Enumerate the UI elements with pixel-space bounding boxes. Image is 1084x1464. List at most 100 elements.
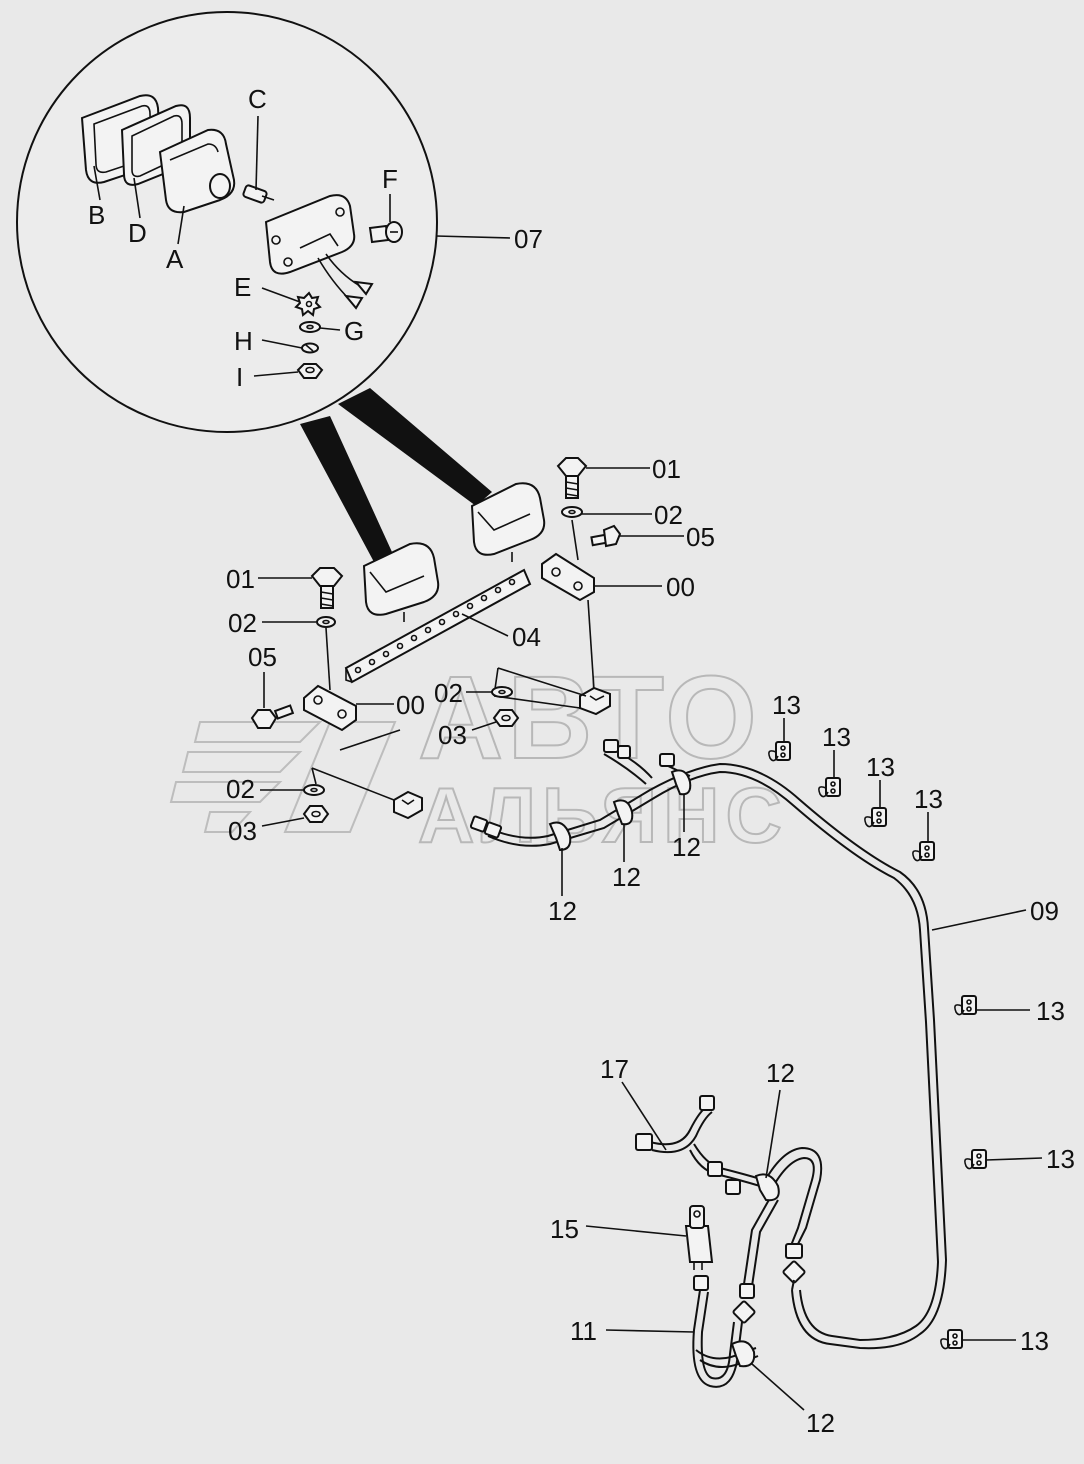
clip-13-c	[864, 807, 887, 828]
leader-03-lower	[261, 817, 305, 827]
callout-17: 17	[600, 1054, 629, 1084]
leader-a	[177, 205, 185, 245]
bracket-00-left	[303, 684, 357, 732]
bolt-01-left	[310, 567, 344, 609]
washer-g-part	[299, 321, 321, 333]
leader-09	[931, 909, 1027, 931]
callout-13-g: 13	[1020, 1326, 1049, 1356]
leader-04	[461, 613, 509, 637]
clip-13-b	[818, 777, 841, 798]
leader-03-mid	[471, 721, 497, 731]
label-d: D	[128, 218, 147, 248]
callout-05-right: 05	[686, 522, 715, 552]
nut-03-lower	[302, 805, 330, 823]
callout-01-left: 01	[226, 564, 255, 594]
watermark-logo	[169, 721, 397, 833]
callout-13-d: 13	[914, 784, 943, 814]
clamp-block-left	[393, 790, 423, 820]
clip-13-d	[912, 841, 935, 862]
callout-12-c: 12	[672, 832, 701, 862]
clip-13-a	[768, 741, 791, 762]
callout-02-lower: 02	[226, 774, 255, 804]
work-lamp-left	[362, 542, 440, 622]
callout-13-c: 13	[866, 752, 895, 782]
callout-02-mid: 02	[434, 678, 463, 708]
bolt-05-right	[590, 524, 622, 548]
leader-11	[605, 1329, 695, 1333]
spring-washer-h-part	[301, 342, 319, 354]
bolt-05-left	[250, 704, 295, 729]
bolt-01-right	[556, 457, 588, 499]
callout-01-right: 01	[652, 454, 681, 484]
callout-02-left: 02	[228, 608, 257, 638]
label-h: H	[234, 326, 253, 356]
axis-left-upper	[325, 627, 331, 691]
callout-13-b: 13	[822, 722, 851, 752]
leader-c	[255, 115, 259, 191]
washer-02-right	[561, 506, 583, 518]
clip-13-g	[940, 1329, 963, 1350]
leader-b	[93, 165, 101, 201]
callout-04: 04	[512, 622, 541, 652]
leader-i	[253, 371, 299, 377]
callout-12-a: 12	[548, 896, 577, 926]
leader-g	[319, 327, 341, 331]
mounting-bar-04	[344, 568, 532, 684]
callout-12-b: 12	[612, 862, 641, 892]
callout-12-d: 12	[766, 1058, 795, 1088]
callout-13-f: 13	[1046, 1144, 1075, 1174]
callout-11: 11	[570, 1316, 597, 1346]
nut-i-part	[296, 363, 324, 379]
callout-07: 07	[514, 224, 543, 254]
callout-02-right: 02	[654, 500, 683, 530]
axis-right-lower	[587, 599, 595, 691]
callout-05-left: 05	[248, 642, 277, 672]
lens-a-part	[158, 128, 236, 214]
leader-12-e	[751, 1363, 805, 1411]
callout-03-lower: 03	[228, 816, 257, 846]
wire-harness-upper	[469, 739, 948, 1350]
label-g: G	[344, 316, 364, 346]
work-lamp-right	[470, 482, 546, 562]
screw-f-part	[368, 221, 403, 244]
callout-00-right: 00	[666, 572, 695, 602]
detail-pointer-right	[338, 388, 492, 506]
bulb-c-part	[242, 184, 275, 204]
leader-h	[261, 339, 303, 349]
label-a: A	[166, 244, 184, 274]
leader-17	[621, 1081, 667, 1151]
callout-15: 15	[550, 1214, 579, 1244]
leader-e	[261, 287, 301, 303]
washer-02-mid	[491, 686, 513, 698]
clamp-block-right	[579, 686, 611, 716]
watermark-line2: АЛЬЯНС	[418, 771, 788, 859]
leader-12-d	[765, 1089, 781, 1179]
wire-harness-lower	[635, 1095, 823, 1388]
leader-d	[133, 177, 141, 219]
guide-lines-left	[311, 729, 401, 801]
leader-07	[435, 235, 511, 239]
bracket-00-right	[541, 552, 595, 602]
label-e: E	[234, 272, 251, 302]
star-washer-e-part	[294, 291, 322, 317]
detail-pointer-left	[300, 416, 392, 562]
leader-15	[585, 1225, 687, 1237]
lamp-detail-view: C F B D A E G H I	[16, 11, 438, 433]
callout-03-mid: 03	[438, 720, 467, 750]
lamp-housing-part	[264, 194, 374, 310]
label-c: C	[248, 84, 267, 114]
label-b: B	[88, 200, 105, 230]
callout-12-e: 12	[806, 1408, 835, 1438]
leader-13-f	[985, 1157, 1043, 1161]
callout-13-a: 13	[772, 690, 801, 720]
washer-02-lower	[303, 784, 325, 796]
callout-13-e: 13	[1036, 996, 1065, 1026]
clip-13-e	[954, 995, 977, 1016]
washer-02-left	[316, 616, 336, 628]
callout-00-left: 00	[396, 690, 425, 720]
clip-13-f	[964, 1149, 987, 1170]
label-i: I	[236, 362, 243, 392]
watermark-line1: АВТО	[418, 652, 761, 784]
label-f: F	[382, 164, 398, 194]
